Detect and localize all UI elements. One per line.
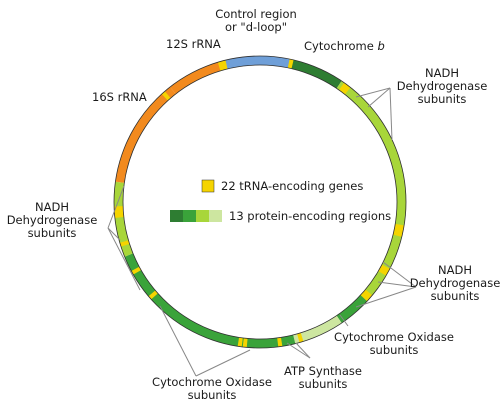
ring-trna-gene bbox=[217, 61, 225, 71]
control-region-label-line1: Control region bbox=[215, 7, 297, 21]
rrna-12s-label: 12S rRNA bbox=[166, 37, 221, 51]
ring-segment-control-region bbox=[224, 55, 291, 70]
cox-bottom-label-line1: Cytochrome Oxidase bbox=[152, 375, 272, 389]
legend-protein-label: 13 protein-encoding regions bbox=[229, 209, 391, 223]
ring-trna-gene bbox=[237, 337, 243, 347]
ring-segment-12s-rrna bbox=[170, 60, 227, 95]
ring-segment-cox-right bbox=[336, 293, 369, 324]
cox-right-label-line1: Cytochrome Oxidase bbox=[334, 330, 454, 344]
legend-protein-swatch-2 bbox=[183, 210, 196, 222]
leader-line bbox=[382, 261, 417, 288]
leader-lines bbox=[107, 87, 417, 377]
ring-trna-gene bbox=[287, 59, 294, 69]
leader-line bbox=[355, 87, 391, 98]
ring-trna-gene bbox=[242, 338, 248, 348]
ring-segment-cytochrome-b bbox=[288, 59, 342, 89]
ring-trna-gene bbox=[119, 240, 130, 247]
legend-trna-swatch bbox=[201, 179, 215, 193]
genome-ring bbox=[113, 55, 407, 349]
nadh-right-label-line2: Dehydrogenase bbox=[410, 276, 500, 290]
leader-line bbox=[377, 281, 417, 288]
legend-protein-swatch-4 bbox=[209, 210, 222, 222]
legend-protein-swatch-3 bbox=[196, 210, 209, 222]
ring-trna-gene bbox=[362, 289, 373, 299]
ring-trna-gene bbox=[338, 82, 348, 93]
leader-line bbox=[339, 314, 349, 327]
leader-line bbox=[107, 227, 141, 291]
ring-trna-gene bbox=[161, 91, 171, 101]
ring-segment-cox-bottom bbox=[124, 253, 296, 348]
cytochrome-b-label: Cytochrome b bbox=[304, 39, 385, 53]
ring-trna-gene bbox=[277, 337, 283, 347]
ring-segment-atp-synthase bbox=[293, 315, 342, 344]
ring-trna-gene bbox=[131, 266, 142, 275]
leader-line bbox=[159, 305, 197, 377]
control-region-label-line2: or "d-loop" bbox=[225, 20, 287, 34]
cox-right-label-line2: subunits bbox=[370, 343, 419, 357]
ring-segment-16s-rrna bbox=[115, 86, 176, 183]
leader-line bbox=[107, 227, 121, 241]
legend-protein-swatch-1 bbox=[170, 210, 183, 222]
ring-trna-gene bbox=[380, 264, 390, 273]
leader-line bbox=[355, 286, 417, 308]
leader-line bbox=[195, 349, 251, 377]
nadh-right-label-line3: subunits bbox=[431, 289, 480, 303]
leader-line bbox=[367, 87, 391, 108]
ring-outline bbox=[113, 55, 407, 349]
rrna-16s-label: 16S rRNA bbox=[92, 90, 147, 104]
cox-bottom-label-line2: subunits bbox=[188, 388, 237, 402]
atp-label-line1: ATP Synthase bbox=[284, 364, 362, 378]
ring-trna-gene bbox=[393, 230, 403, 237]
nadh-left-label-line3: subunits bbox=[28, 226, 77, 240]
legend-trna-label: 22 tRNA-encoding genes bbox=[221, 179, 363, 193]
ring-trna-gene bbox=[148, 290, 158, 300]
leader-line bbox=[107, 185, 125, 229]
leader-line bbox=[295, 342, 311, 359]
ring-trna-gene bbox=[114, 213, 124, 219]
ring-trna-gene bbox=[297, 332, 304, 343]
atp-label-line2: subunits bbox=[299, 377, 348, 391]
nadh-top-label-line1: NADH bbox=[425, 66, 459, 80]
nadh-top-label-line2: Dehydrogenase bbox=[397, 79, 488, 93]
nadh-left-label-line2: Dehydrogenase bbox=[7, 213, 98, 227]
ring-trna-gene bbox=[221, 60, 228, 70]
nadh-top-label-line3: subunits bbox=[418, 92, 467, 106]
ring-outline bbox=[122, 64, 398, 340]
legend: 22 tRNA-encoding genes 13 protein-encodi… bbox=[170, 179, 391, 223]
ring-trna-gene bbox=[360, 292, 370, 302]
nadh-right-label-line1: NADH bbox=[438, 263, 472, 277]
leader-line bbox=[286, 342, 311, 359]
ring-trna-gene bbox=[114, 209, 124, 215]
nadh-left-label-line1: NADH bbox=[35, 200, 69, 214]
leader-line bbox=[389, 87, 393, 141]
ring-trna-gene bbox=[341, 84, 351, 95]
ring-segment-nadh-top bbox=[336, 80, 406, 276]
ring-trna-gene bbox=[378, 267, 389, 276]
